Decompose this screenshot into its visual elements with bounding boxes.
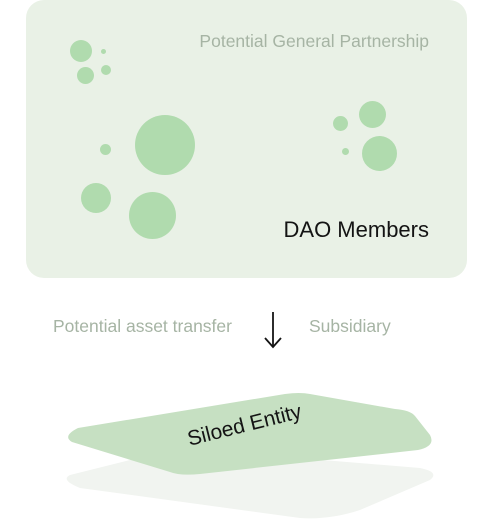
member-dot [70, 40, 92, 62]
subsidiary-label: Subsidiary [309, 316, 391, 336]
member-dot [333, 116, 348, 131]
general-partnership-panel: Potential General Partnership DAO Member… [26, 0, 467, 278]
member-dot [81, 183, 111, 213]
siloed-entity-plane [66, 393, 434, 519]
member-dot [342, 148, 349, 155]
partnership-label: Potential General Partnership [199, 31, 429, 51]
asset-transfer-label: Potential asset transfer [53, 316, 232, 336]
member-dot [101, 49, 106, 54]
member-dot [135, 115, 195, 175]
member-dot [362, 136, 397, 171]
member-dot [129, 192, 176, 239]
member-dot [359, 101, 386, 128]
member-dot [77, 67, 94, 84]
entity-plane [68, 393, 432, 475]
member-dot [101, 65, 111, 75]
dao-members-label: DAO Members [283, 217, 429, 242]
arrow-down-icon [264, 312, 282, 349]
member-dot [100, 144, 111, 155]
